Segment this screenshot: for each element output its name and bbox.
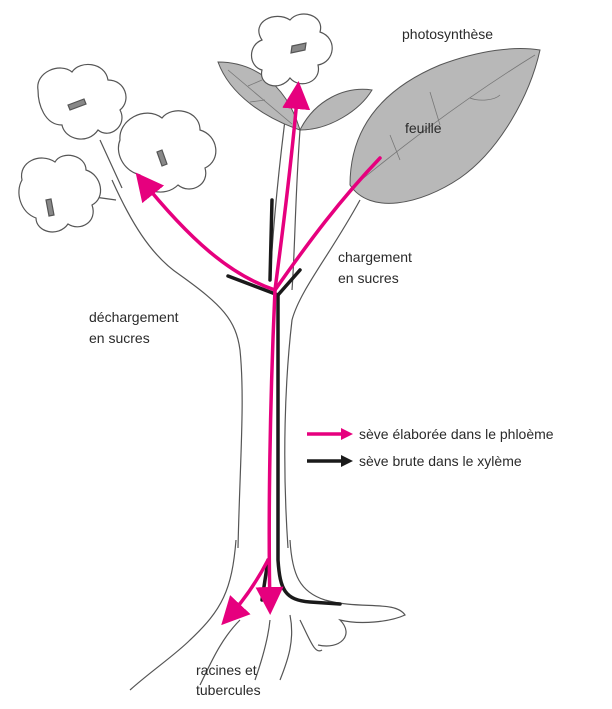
pink-arrow-icon (305, 424, 357, 444)
legend-label-xylem: sève brute dans le xylème (359, 451, 522, 471)
label-chargement-line2: en sucres (338, 268, 399, 288)
label-feuille: feuille (405, 118, 442, 138)
legend-item-xylem: sève brute dans le xylème (305, 451, 611, 471)
legend-label-phloem: sève élaborée dans le phloème (359, 424, 554, 444)
legend-item-phloem: sève élaborée dans le phloème (305, 424, 611, 444)
leaf-feuille (350, 49, 540, 204)
label-dechargement-line2: en sucres (89, 328, 150, 348)
label-photosynthese: photosynthèse (402, 24, 493, 44)
label-dechargement-line1: déchargement (89, 307, 179, 327)
label-chargement-line1: chargement (338, 247, 412, 267)
label-racines-line2: tubercules (196, 680, 261, 700)
label-racines-line1: racines et (196, 660, 257, 680)
black-arrow-icon (305, 451, 357, 471)
